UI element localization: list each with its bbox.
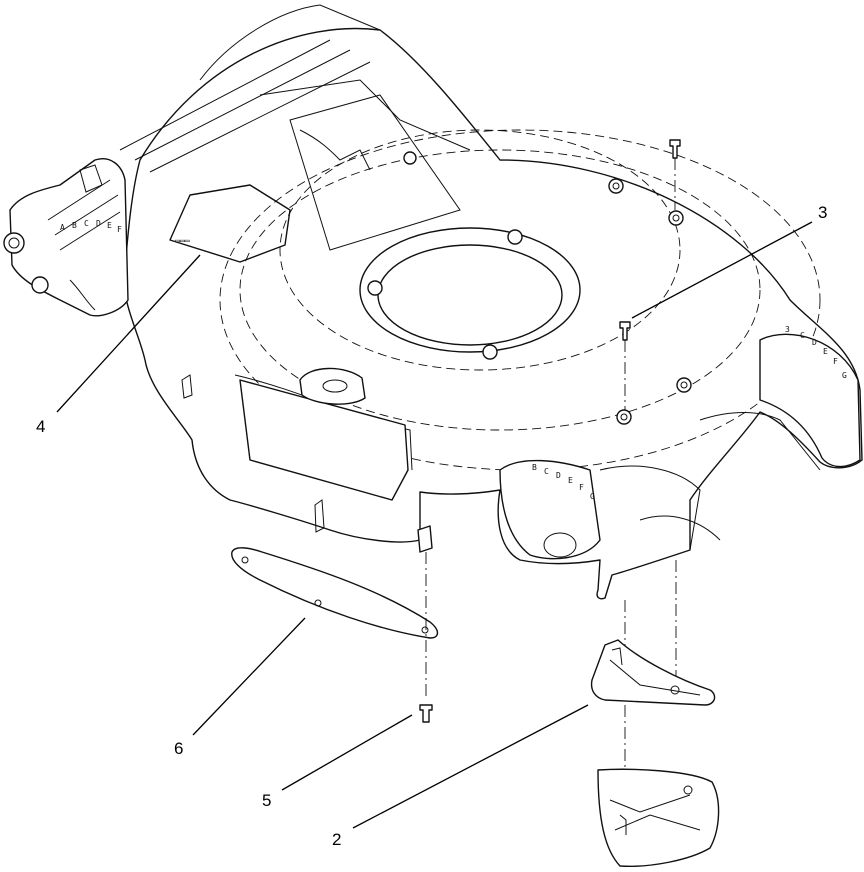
callout-3: 3 <box>818 203 827 222</box>
rear-scale-letter: E <box>107 221 112 230</box>
svg-text:E: E <box>823 347 828 356</box>
leader-lines <box>56 221 813 829</box>
svg-text:G: G <box>842 371 847 380</box>
height-scale-letter: C <box>544 467 549 476</box>
skirt-strip-part-6 <box>231 547 439 639</box>
height-scale-letter: G <box>590 492 595 501</box>
screw-part-5 <box>419 552 433 723</box>
callout-5: 5 <box>262 791 271 810</box>
svg-text:C: C <box>800 331 805 340</box>
warning-decal <box>169 184 291 263</box>
callout-4: 4 <box>36 417 45 436</box>
rear-scale-letter: B <box>72 221 77 230</box>
leader-3 <box>631 221 813 319</box>
rear-scale-letter: C <box>84 219 89 228</box>
svg-text:F: F <box>833 357 838 366</box>
height-scale-letter: E <box>568 476 573 485</box>
leader-5 <box>281 714 413 791</box>
rear-scale-letter: D <box>96 219 101 228</box>
svg-text:D: D <box>812 338 817 347</box>
rear-scale-letter: F <box>117 225 122 234</box>
callout-2: 2 <box>332 830 341 849</box>
height-scale-letter: B <box>532 463 537 472</box>
svg-text:3: 3 <box>785 325 790 334</box>
screw-part-3 <box>619 139 681 410</box>
baffle-part-2 <box>590 560 720 868</box>
callout-6: 6 <box>174 739 183 758</box>
callouts: 3 4 6 5 2 <box>36 203 827 849</box>
svg-text:▭▭▭: ▭▭▭ <box>175 236 190 245</box>
leader-6 <box>192 617 306 736</box>
height-scale-letter: F <box>579 483 584 492</box>
leader-4 <box>56 254 201 413</box>
rear-scale-letter: A <box>60 223 65 232</box>
leader-2 <box>352 704 589 829</box>
height-scale-letter: D <box>556 471 561 480</box>
mower-deck-housing: A B C D E F ▭▭▭ <box>3 4 863 600</box>
